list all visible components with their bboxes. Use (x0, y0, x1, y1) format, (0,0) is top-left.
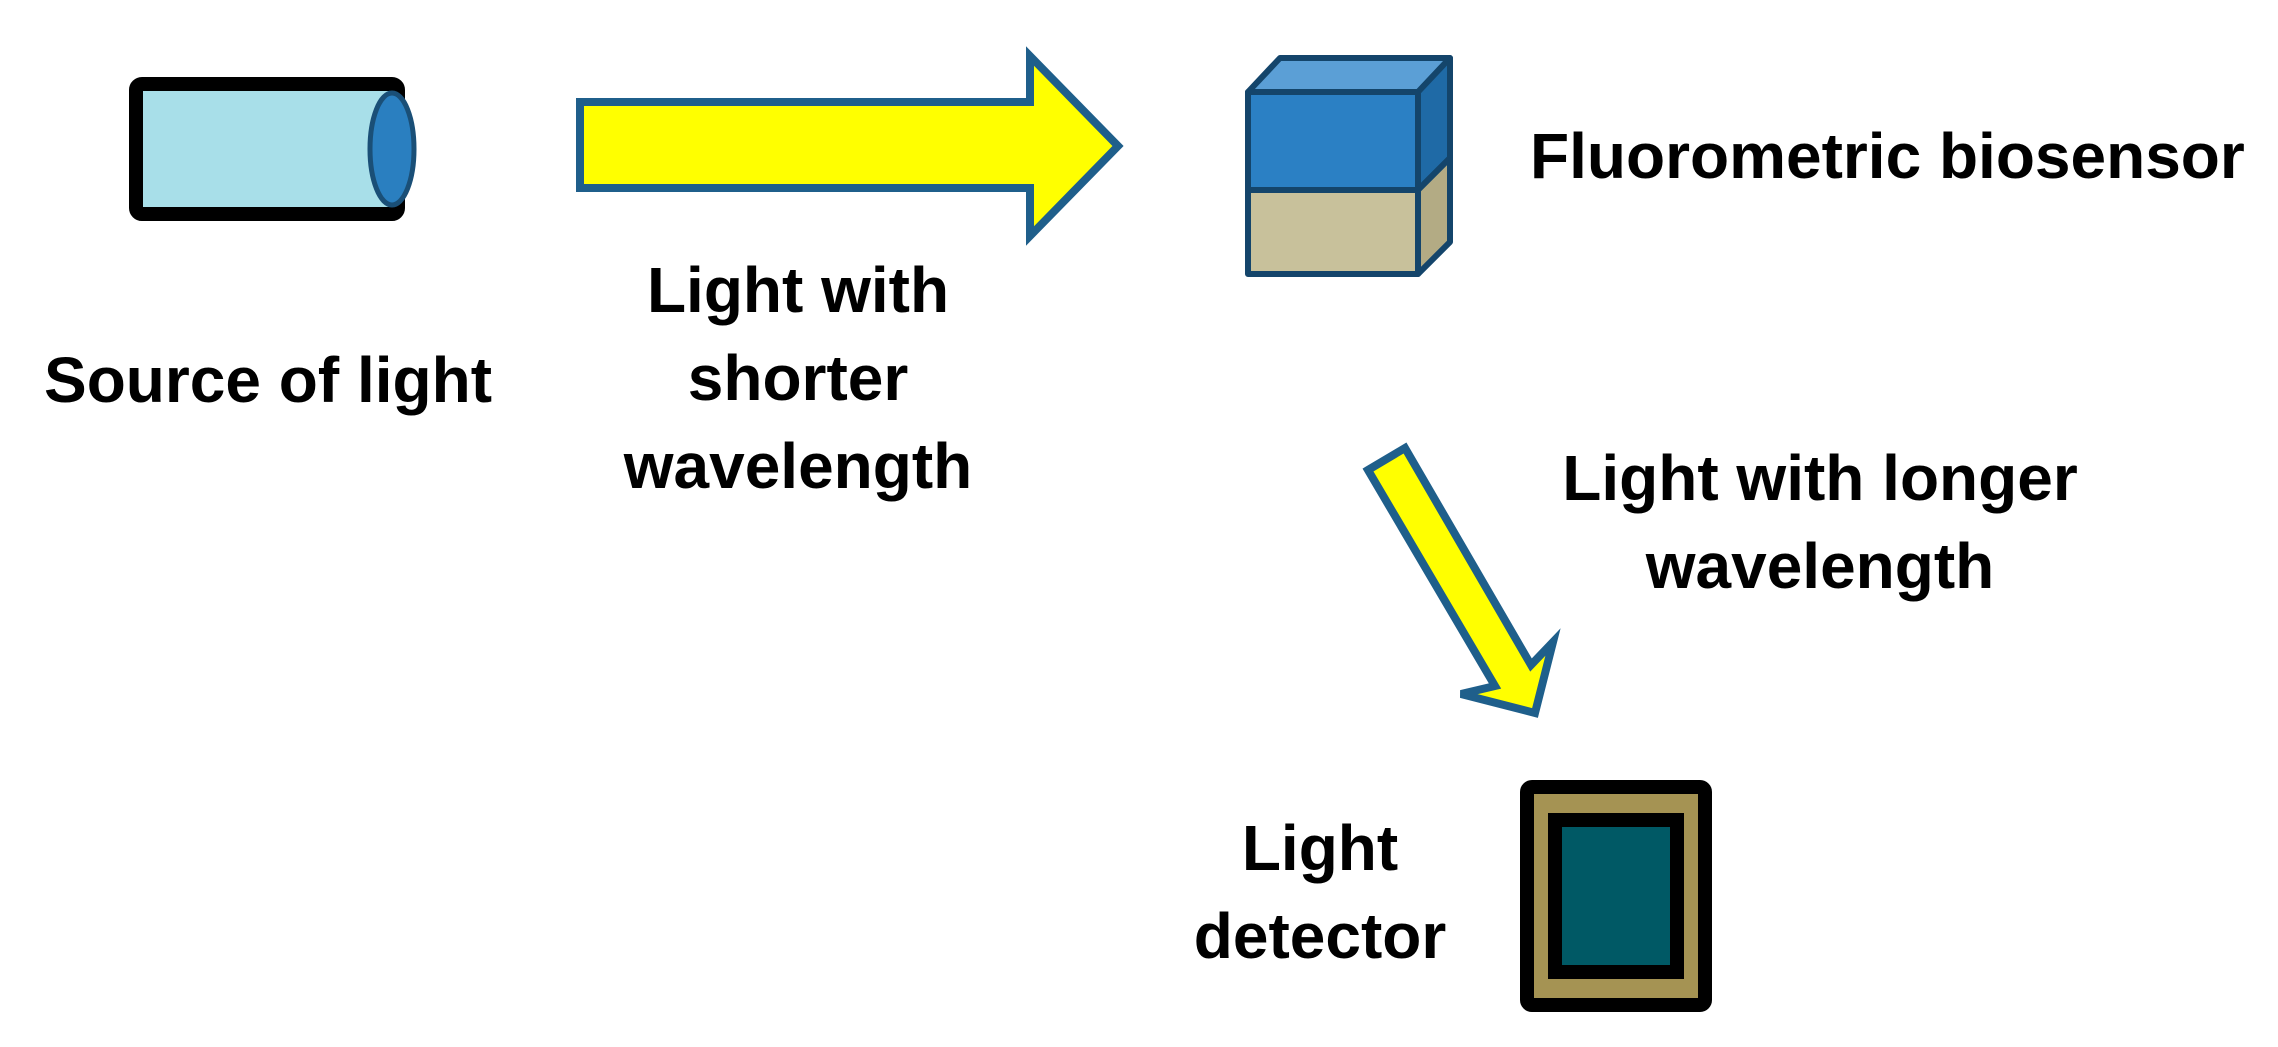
light-source-tube-lens (367, 90, 417, 208)
detector-label-line2: detector (1194, 900, 1447, 972)
emission-light-arrow (1362, 442, 1561, 718)
long-wavelength-label-line2: wavelength (1645, 530, 1995, 602)
detector-label-line1: Light (1242, 812, 1398, 884)
short-wavelength-label-line3: wavelength (623, 430, 973, 502)
light-detector (1520, 780, 1712, 1012)
light-source-tube (129, 77, 417, 221)
excitation-light-arrow (576, 46, 1124, 246)
biosensor-cube-front-upper (1245, 89, 1421, 193)
biosensor-cube (1245, 55, 1453, 277)
short-wavelength-label-line2: shorter (688, 342, 909, 414)
biosensor-label: Fluorometric biosensor (1530, 120, 2245, 192)
short-wavelength-label-line1: Light with (647, 254, 949, 326)
light-source-tube-body (129, 77, 405, 221)
biosensor-cube-front-lower (1245, 187, 1421, 277)
long-wavelength-label-line1: Light with longer (1562, 442, 2077, 514)
source-label: Source of light (44, 344, 492, 416)
light-detector-screen (1548, 813, 1684, 979)
